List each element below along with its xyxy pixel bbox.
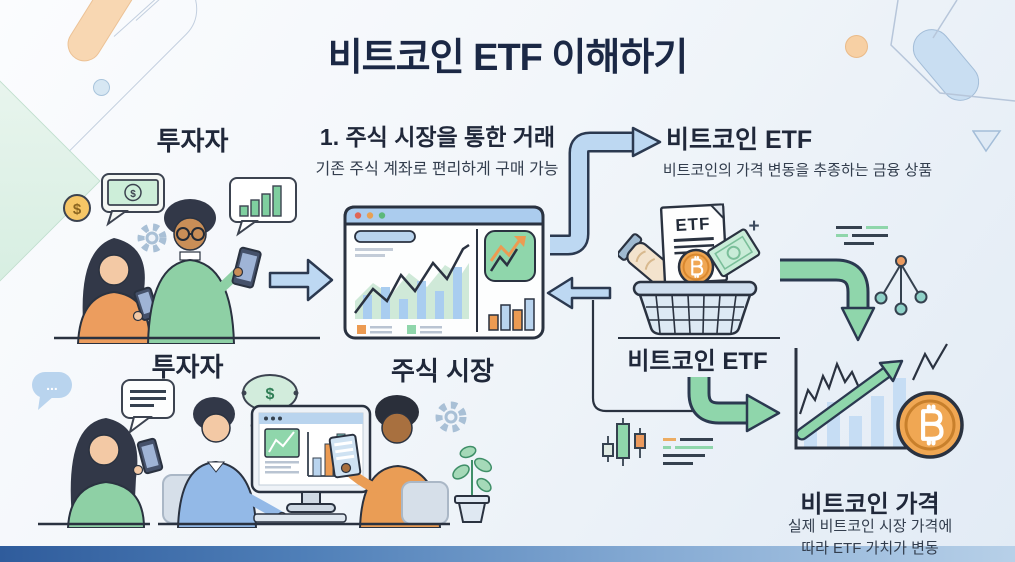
bitcoin-coin-icon [677,248,715,286]
bitcoin-etf-heading: 비트코인 ETF [666,126,813,154]
secondary-zigzag-line [912,343,948,381]
gear-icon [137,223,167,253]
dollar-sign: $ [266,386,275,403]
page-title: 비트코인 ETF 이해하기 [327,37,689,79]
bitcoin-price-subtitle-line1: 실제 비트코인 시장 가격에 [787,518,953,535]
etf-document-title: ETF [675,214,711,235]
arrow-investors-to-market [268,258,334,302]
stock-market-label: 주식 시장 [391,356,494,386]
chart-bubble-icon [229,177,297,237]
browser-header [343,205,545,226]
chat-lines-bubble-icon [121,379,175,435]
trade-step-heading: 1. 주식 시장을 통한 거래 [319,124,556,150]
candlestick-chart-icon [602,418,646,466]
rolled-document-icon [618,233,675,287]
dollar-sign: $ [73,201,82,218]
trend-icon [484,230,536,282]
money-bills-icon [707,228,761,278]
stock-market-browser-illustration [343,205,545,340]
investors-bottom-illustration: ... $ [32,372,493,528]
bitcoin-price-chart-illustration [794,343,964,459]
trade-step-subtitle: 기존 주식 계좌로 편리하게 구매 가능 [315,161,559,178]
uptrend-arrow [795,359,904,441]
arrow-to-bitcoin-price-down [780,258,876,342]
dollar-sign: $ [130,189,136,200]
browser-dot-red [354,212,362,219]
investor-man-figure [146,199,262,344]
connector-line-sell-flow [591,300,700,413]
investor-woman2-figure [66,418,164,528]
text-lines-icon [836,226,888,245]
gear-icon [435,401,467,433]
investor-woman-figure [76,238,160,344]
monitor-with-charts [250,404,372,523]
stock-area-chart [354,230,470,334]
deco-blue-circle [93,79,110,96]
plant-icon [452,445,493,523]
deco-outline-lines [890,0,1015,102]
arrow-to-bitcoin-price-right [687,377,781,433]
deco-diagonal-line [135,0,167,21]
branch-nodes-icon [874,255,928,316]
chart-axes [794,348,914,450]
browser-dot-green [378,212,386,219]
deco-triangle [972,130,1002,153]
plus-sign: + [748,216,759,237]
investor-man-orange-figure [328,395,442,528]
chat-dots-bubble-icon: ... [32,372,72,410]
investor-man-blue-figure [176,397,288,528]
bitcoin-etf-basket-label: 비트코인 ETF [627,348,768,375]
arrow-etf-to-market [546,276,612,310]
etf-basket-illustration: ETF + [618,203,780,339]
bitcoin-coin-icon [896,391,964,459]
arrow-market-to-etf [550,126,662,256]
bitcoin-etf-subtitle: 비트코인의 가격 변동을 추종하는 금융 상품 [662,162,933,179]
browser-dot-orange [366,212,374,219]
investors-top-illustration: $ $ [54,173,320,344]
bitcoin-symbol [691,256,704,278]
dollar-coin-icon: $ [63,194,91,222]
investors-top-label: 투자자 [156,126,229,156]
mini-bar-chart [488,298,535,331]
price-zigzag-line [798,360,862,415]
bitcoin-price-heading: 비트코인 가격 [800,491,940,518]
investors-bottom-label: 투자자 [151,352,224,382]
bitcoin-price-subtitle: 실제 비트코인 시장 가격에 따라 ETF 가치가 변동 [752,516,988,560]
money-bubble-icon: $ [101,173,165,227]
bitcoin-symbol [921,404,944,446]
shopping-basket-icon [632,280,758,336]
chair-right [401,481,449,525]
text-lines-icon [663,438,713,465]
ellipsis-text: ... [46,377,58,393]
bitcoin-price-subtitle-line2: 따라 ETF 가치가 변동 [801,539,939,557]
